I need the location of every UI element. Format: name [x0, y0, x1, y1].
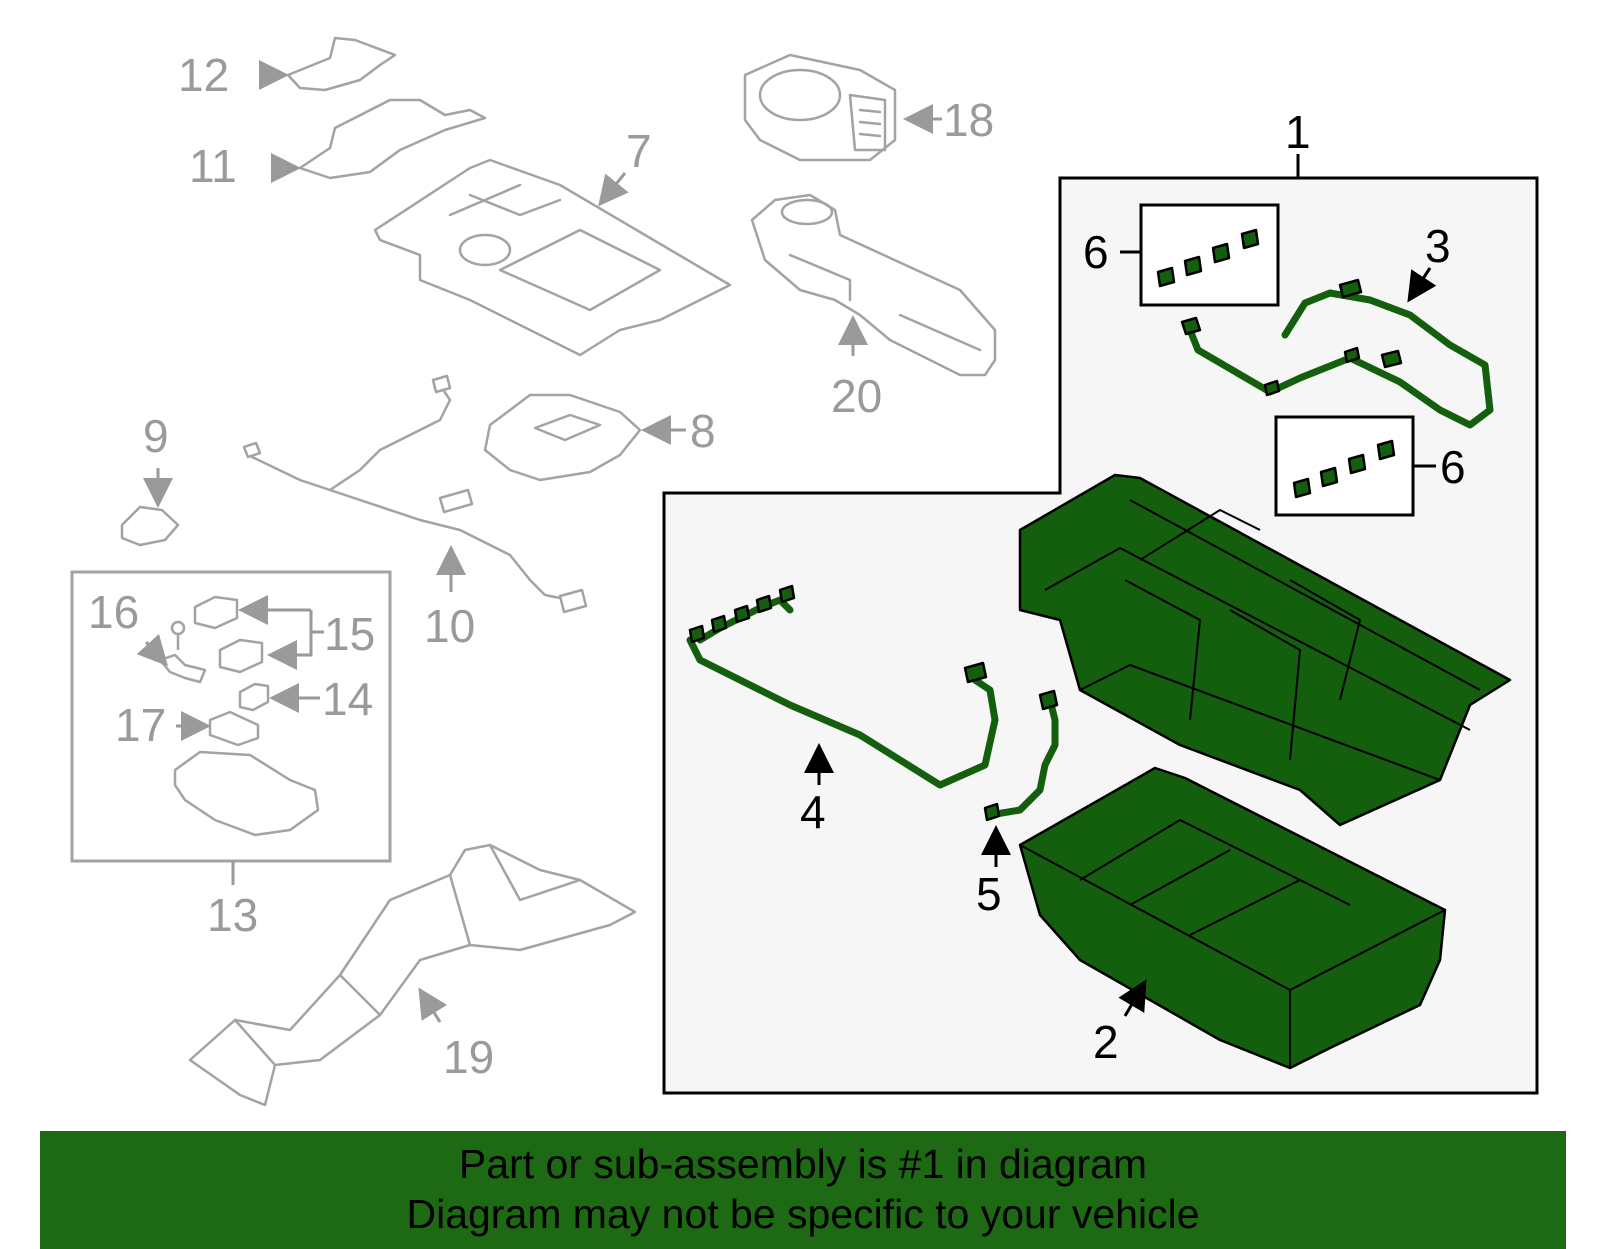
info-banner: Part or sub-assembly is #1 in diagram Di…	[40, 1131, 1566, 1249]
part-2-tray	[1018, 766, 1447, 1070]
battery-frame-upper	[1018, 473, 1512, 827]
callout-14: 14	[322, 673, 373, 725]
part-10-harness	[242, 374, 588, 614]
callout-12: 12	[178, 49, 229, 101]
callout-15: 15	[324, 608, 375, 660]
part-12-bracket	[286, 36, 397, 92]
part-4-harness	[686, 584, 999, 789]
part-3-harness	[1180, 278, 1494, 429]
callout-7: 7	[626, 125, 652, 177]
part-6-box-right	[1274, 415, 1415, 517]
banner-line-1: Part or sub-assembly is #1 in diagram	[458, 1141, 1148, 1187]
callout-16: 16	[88, 586, 139, 638]
callout-9: 9	[143, 410, 169, 462]
callout-3: 3	[1425, 220, 1451, 272]
callout-5: 5	[976, 868, 1002, 920]
callout-10: 10	[424, 600, 475, 652]
callout-1: 1	[1285, 106, 1311, 158]
part-6-clips-right	[1292, 439, 1396, 499]
part-7-floor-panel	[373, 158, 732, 357]
part-8-bracket	[483, 393, 642, 482]
callout-8: 8	[690, 405, 716, 457]
part-6-box-top	[1139, 203, 1280, 307]
banner-line-2: Diagram may not be specific to your vehi…	[406, 1191, 1200, 1237]
part-13-contents	[158, 595, 320, 837]
part-11-bracket	[298, 98, 487, 180]
callout-6-right: 6	[1440, 441, 1466, 493]
callout-17: 17	[115, 699, 166, 751]
part-19-duct	[188, 843, 637, 1107]
callout-4: 4	[800, 786, 826, 838]
part-6-clips-top	[1156, 228, 1260, 288]
callout-18: 18	[943, 94, 994, 146]
callout-6-top: 6	[1083, 226, 1109, 278]
callout-2: 2	[1093, 1016, 1119, 1068]
callout-20: 20	[831, 370, 882, 422]
part-20-duct	[750, 193, 997, 377]
callout-13: 13	[207, 889, 258, 941]
part-9-sensor	[120, 505, 180, 547]
callout-11: 11	[189, 140, 237, 192]
part-5-harness	[983, 689, 1059, 822]
part-18-blower	[743, 53, 897, 162]
callout-19: 19	[443, 1031, 494, 1083]
